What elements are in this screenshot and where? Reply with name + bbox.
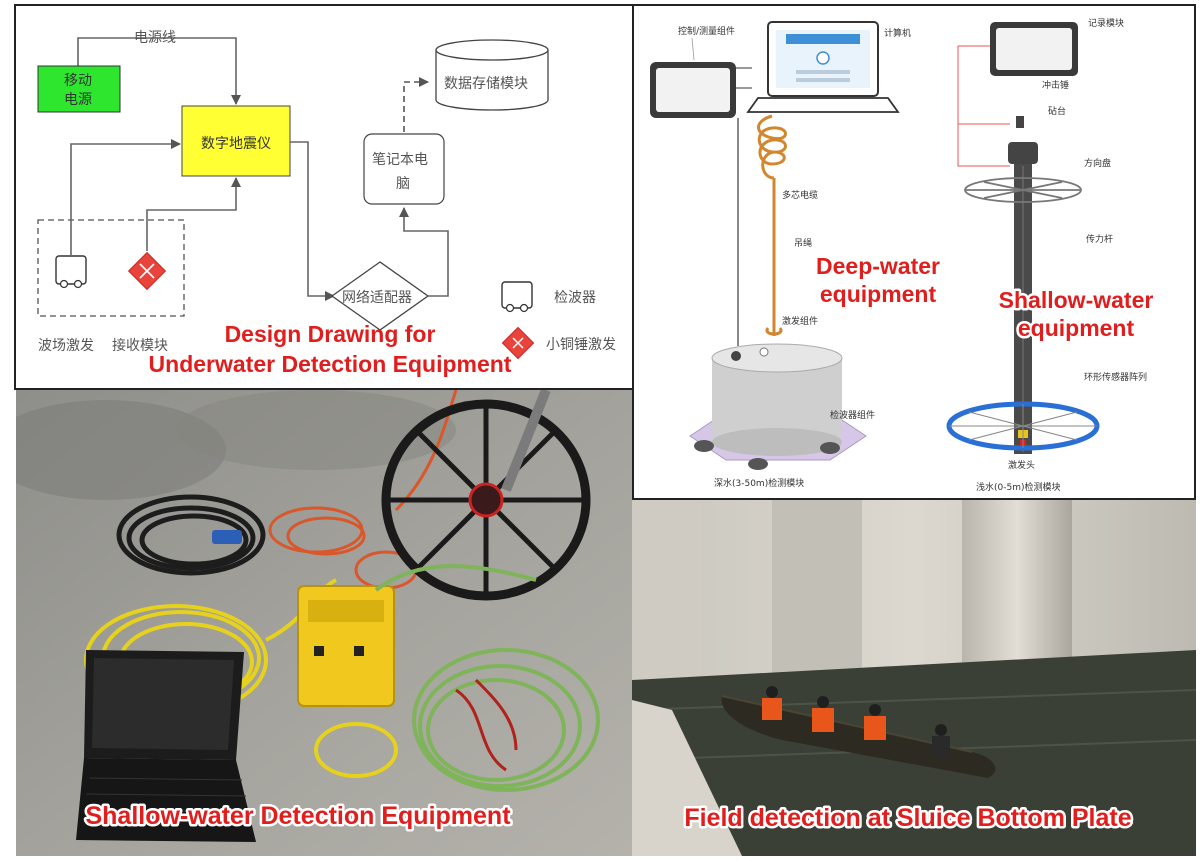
record-module-label: 记录模块 <box>1088 17 1124 29</box>
legend-geophone-label: 检波器 <box>554 290 596 306</box>
geophone-assembly-label: 检波器组件 <box>830 409 875 421</box>
anvil-label: 砧台 <box>1048 105 1066 117</box>
laptop-label-1: 笔记本电 <box>372 152 428 168</box>
geophone-icon <box>55 255 87 285</box>
excitation-label: 激发组件 <box>782 315 818 327</box>
rope-label: 吊绳 <box>794 237 812 249</box>
orange-rope <box>757 114 787 336</box>
workers <box>762 686 950 756</box>
exciter-label: 激发头 <box>1008 459 1035 471</box>
design-caption-line2: Underwater Detection Equipment <box>149 351 512 377</box>
network-adapter-label: 网络适配器 <box>342 290 412 306</box>
field-photo-caption: Field detection at Sluice Bottom Plate <box>684 804 1131 832</box>
direction-wheel <box>964 177 1082 203</box>
legend-hammer-icon <box>501 326 535 360</box>
field-photo-illustration: Field detection at Sluice Bottom Plate <box>632 500 1196 856</box>
geophone-to-seismo-line <box>70 139 181 256</box>
force-rod-label: 传力杆 <box>1086 233 1113 245</box>
design-drawing-panel: 电源线 移动 电源 数字地震仪 网络适配器 笔记本电 脑 数据存储模块 检波器 <box>14 4 640 390</box>
design-caption-line1: Design Drawing for <box>225 321 436 347</box>
data-storage-cylinder <box>435 39 549 111</box>
equipment-drawing-panel: 控制/测量组件 计算机 多芯电缆 吊绳 激发组件 检波器组件 深水(3-50m)… <box>632 4 1196 500</box>
deep-caption-line2: equipment <box>820 281 937 307</box>
shallow-module-label: 浅水(0-5m)检测模块 <box>976 481 1061 493</box>
cable-label: 多芯电缆 <box>782 189 818 201</box>
mobile-power-label-1: 移动 <box>64 73 92 89</box>
laptop-to-storage-line <box>403 77 429 132</box>
red-connector-bundle <box>455 678 518 772</box>
direction-wheel-label: 方向盘 <box>1084 157 1111 169</box>
shallow-photo-illustration: Shallow-water Detection Equipment <box>16 390 632 856</box>
shallow-equipment-photo: Shallow-water Detection Equipment <box>16 390 632 856</box>
seismo-to-adapter-line <box>290 141 335 301</box>
deep-caption-line1: Deep-water <box>816 253 940 279</box>
orange-cable <box>268 390 458 590</box>
power-cable-label: 电源线 <box>134 30 176 46</box>
receiver-module-label: 接收模块 <box>112 337 168 354</box>
equipment-diagram: 控制/测量组件 计算机 多芯电缆 吊绳 激发组件 检波器组件 深水(3-50m)… <box>650 17 1156 493</box>
data-storage-label: 数据存储模块 <box>444 76 528 92</box>
ring-sensor-array <box>946 401 1100 451</box>
ring-sensor-wheel <box>381 390 591 601</box>
impact-hammer-icon <box>1016 116 1024 128</box>
laptop-box <box>363 133 445 205</box>
seismograph-case <box>297 585 395 707</box>
laptop-photo <box>76 650 256 842</box>
computer-label: 计算机 <box>884 27 911 39</box>
mobile-power-box <box>37 65 121 113</box>
hammer-label: 冲击锤 <box>1042 79 1069 91</box>
mobile-power-label-2: 电源 <box>64 92 92 108</box>
hammer-to-seismo-line <box>146 177 241 251</box>
shallow-caption-line1: Shallow-water <box>999 287 1154 313</box>
seismograph-box <box>181 105 291 177</box>
power-cable-line <box>77 37 241 105</box>
adapter-to-laptop-line <box>399 207 449 297</box>
black-cable-coil <box>116 494 266 576</box>
ring-sensor-label: 环形传感器阵列 <box>1084 371 1147 383</box>
shallow-photo-caption: Shallow-water Detection Equipment <box>85 802 511 830</box>
green-cable-coil <box>374 564 600 792</box>
shallow-caption-line2: equipment <box>1018 315 1135 341</box>
deep-module-label: 深水(3-50m)检测模块 <box>714 477 804 489</box>
design-diagram: 电源线 移动 电源 数字地震仪 网络适配器 笔记本电 脑 数据存储模块 检波器 <box>37 30 616 377</box>
wave-excitation-label: 波场激发 <box>38 337 94 354</box>
module-dashed-box <box>37 219 185 317</box>
deep-water-module <box>689 343 867 470</box>
computer-icon <box>746 21 900 113</box>
field-detection-photo: Field detection at Sluice Bottom Plate <box>632 500 1196 856</box>
laptop-label-2: 脑 <box>396 176 410 192</box>
legend-geophone-icon <box>501 281 533 309</box>
legend-hammer-label: 小铜锤激发 <box>546 336 616 353</box>
seismograph-label: 数字地震仪 <box>201 136 271 152</box>
control-unit-label: 控制/测量组件 <box>678 25 735 37</box>
hammer-excitation-icon <box>127 251 167 291</box>
